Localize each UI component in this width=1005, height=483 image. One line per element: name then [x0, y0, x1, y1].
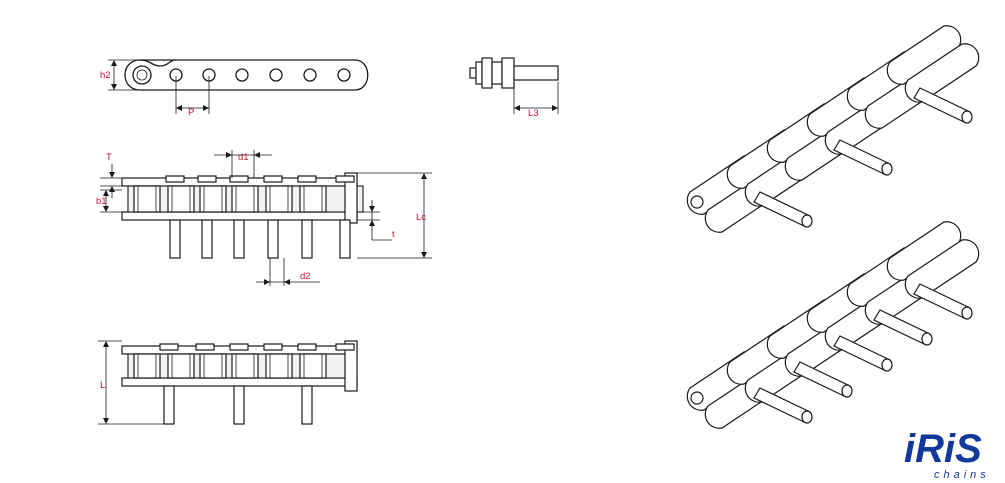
dimension-label-lc: Lc: [416, 212, 426, 223]
dimension-label-d1: d1: [238, 152, 249, 163]
side-plate: [904, 43, 980, 103]
pin-hole: [690, 195, 704, 209]
pin-head: [263, 343, 283, 351]
extended-pin: [301, 385, 313, 425]
pin-end-view: [469, 57, 559, 114]
extended-pin: [169, 219, 181, 259]
pin-end: [841, 384, 853, 398]
logo-tagline-text: chains: [934, 469, 990, 481]
pin-head: [297, 343, 317, 351]
extended-pin: [301, 219, 313, 259]
extended-pin: [201, 219, 213, 259]
pin-end: [801, 214, 813, 228]
logo-brand-text: iRiS: [904, 427, 982, 471]
pin-head: [159, 343, 179, 351]
pin-hole: [269, 68, 283, 82]
iris-chains-logo: iRiS chains: [904, 427, 990, 481]
chain-top-view-extended-pins: [100, 150, 432, 286]
pin-end: [921, 332, 933, 346]
pin-head: [229, 175, 249, 183]
pin-end: [961, 306, 973, 320]
pin-hole: [337, 68, 351, 82]
pin-end: [881, 162, 893, 176]
dimension-label-t-lower: t: [392, 229, 395, 240]
pin-end: [801, 410, 813, 424]
extended-pin: [267, 219, 279, 259]
pin-head: [197, 175, 217, 183]
chain-side-view: [108, 59, 369, 114]
pin-end: [961, 110, 973, 124]
pin-head: [195, 343, 215, 351]
dimension-label-l: L: [100, 380, 105, 391]
pin-head: [229, 343, 249, 351]
pin-hole: [690, 391, 704, 405]
extended-pin: [233, 385, 245, 425]
dimension-label-h2: h2: [100, 70, 111, 81]
dimension-label-b1: b1: [96, 196, 107, 207]
pin-head: [335, 343, 355, 351]
dimension-label-d2: d2: [300, 271, 311, 282]
extended-pin: [163, 385, 175, 425]
pin-hole: [303, 68, 317, 82]
pin-head: [165, 175, 185, 183]
pin-head: [297, 175, 317, 183]
pin-end: [881, 358, 893, 372]
extended-pin: [233, 219, 245, 259]
isometric-chain-alternate-pins: [686, 221, 980, 429]
pin-head: [335, 175, 355, 183]
chain-top-view-alternate-pins: [98, 340, 358, 425]
pin-hole: [235, 68, 249, 82]
dimension-label-l3: L3: [528, 108, 539, 119]
extended-pin: [339, 219, 351, 259]
dimension-label-p: P: [188, 107, 194, 118]
pin-hole: [132, 65, 152, 85]
dimension-label-t-upper: T: [106, 152, 112, 163]
pin-head: [263, 175, 283, 183]
side-plate: [904, 239, 980, 299]
isometric-chain-extended-pins: [686, 25, 980, 233]
